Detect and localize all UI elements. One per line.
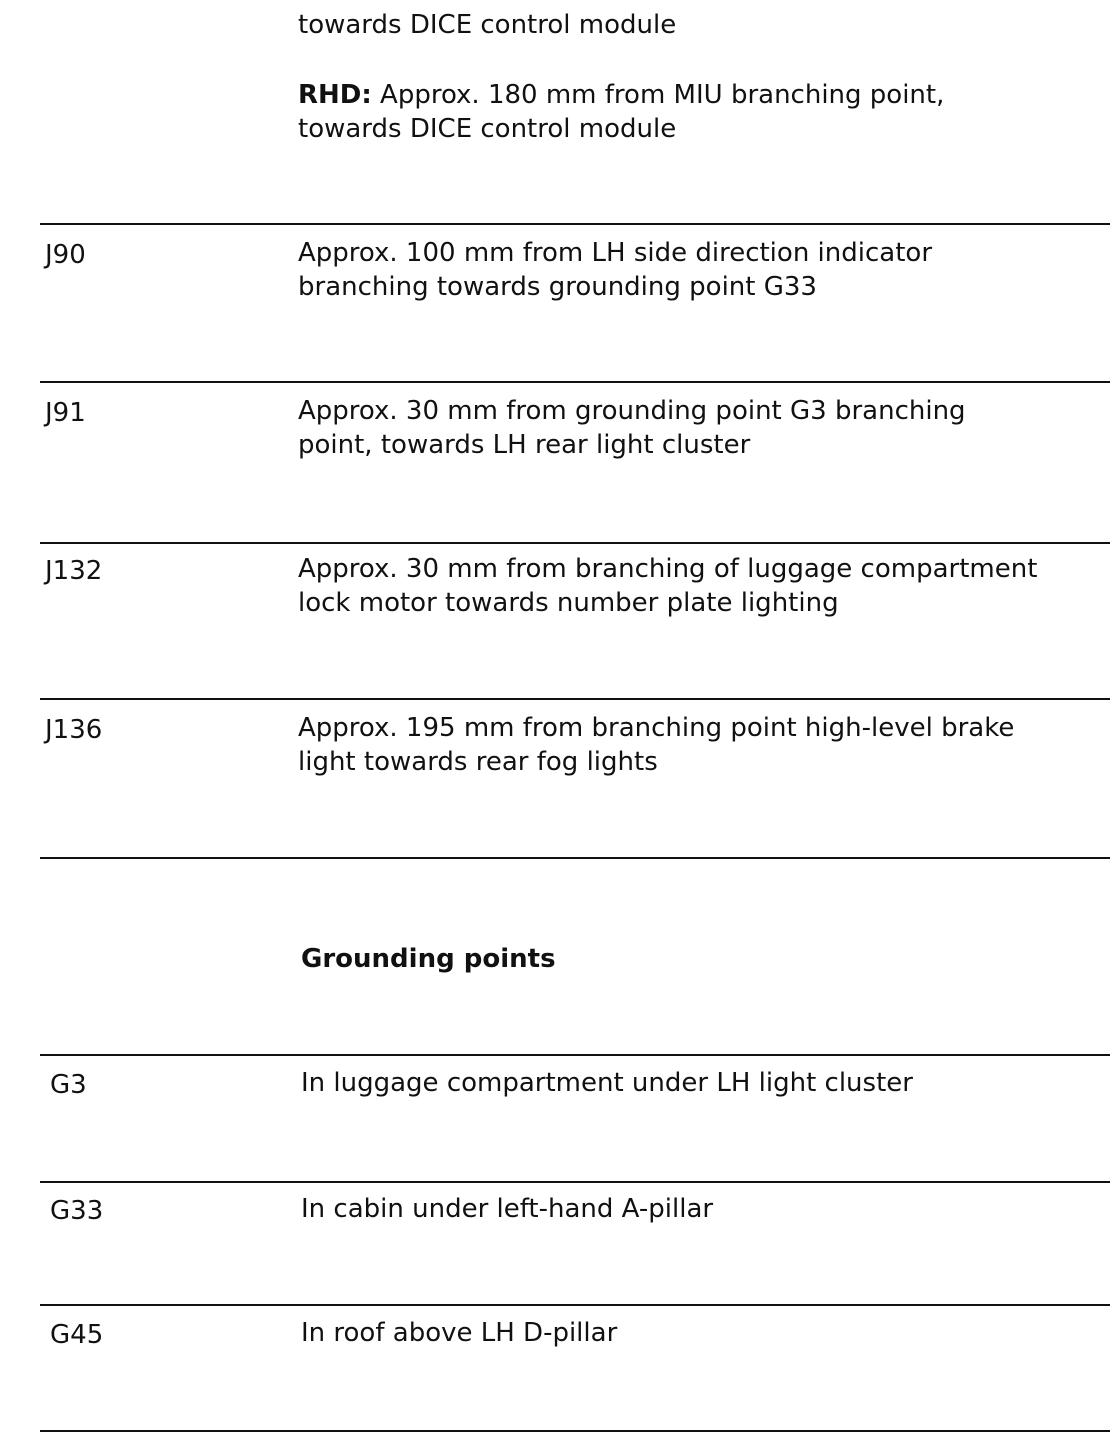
divider — [40, 1430, 1110, 1432]
divider — [40, 381, 1110, 383]
section-heading: Grounding points — [301, 944, 556, 974]
divider — [40, 1304, 1110, 1306]
divider — [40, 698, 1110, 700]
divider — [40, 223, 1110, 225]
junction-code: J136 — [45, 715, 103, 745]
junction-description: Approx. 30 mm from grounding point G3 br… — [298, 396, 966, 460]
divider — [40, 1181, 1110, 1183]
grounding-description: In roof above LH D-pillar — [301, 1318, 618, 1348]
junction-description: Approx. 195 mm from branching point high… — [298, 713, 1015, 777]
junction-code: J132 — [45, 556, 103, 586]
junction-code: J90 — [45, 240, 86, 270]
junction-description: Approx. 100 mm from LH side direction in… — [298, 238, 933, 302]
continuation-text: towards DICE control module — [298, 10, 677, 40]
grounding-description: In cabin under left-hand A-pillar — [301, 1194, 714, 1224]
rhd-note: RHD: Approx. 180 mm from MIU branching p… — [298, 78, 1098, 146]
divider — [40, 857, 1110, 859]
grounding-description: In luggage compartment under LH light cl… — [301, 1068, 913, 1098]
junction-description: Approx. 30 mm from branching of luggage … — [298, 554, 1038, 618]
rhd-label: RHD: — [298, 80, 372, 110]
divider — [40, 542, 1110, 544]
grounding-code: G45 — [50, 1320, 104, 1350]
grounding-code: G33 — [50, 1196, 104, 1226]
divider — [40, 1054, 1110, 1056]
rhd-text: Approx. 180 mm from MIU branching point,… — [298, 80, 945, 144]
junction-code: J91 — [45, 398, 86, 428]
grounding-code: G3 — [50, 1070, 87, 1100]
